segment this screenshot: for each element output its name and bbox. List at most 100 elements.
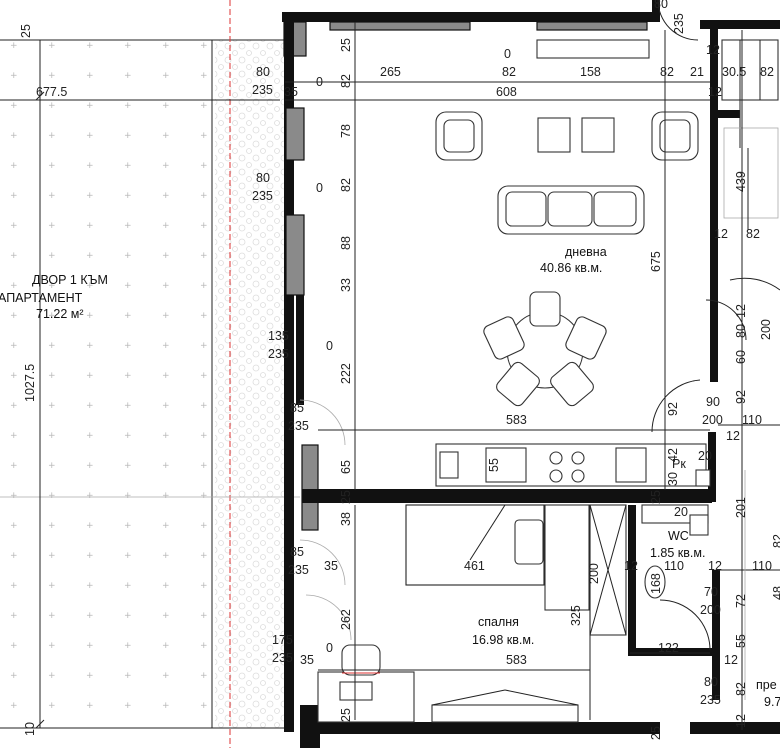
- dim-text: 1027.5: [23, 364, 37, 402]
- dim-text: 677.5: [36, 85, 67, 99]
- dim-text: 80: [256, 65, 270, 79]
- dim-text: 235: [252, 189, 273, 203]
- dim-text: 262: [339, 609, 353, 630]
- dim-text: 25: [649, 490, 663, 504]
- dim-text: 25: [339, 490, 353, 504]
- dim-text: 12: [734, 714, 748, 728]
- bedroom-area: 16.98 кв.м.: [472, 633, 534, 647]
- dim-text: 25: [339, 38, 353, 52]
- dim-text: 583: [506, 653, 527, 667]
- yard-name-1: ДВОР 1 КЪМ: [32, 273, 108, 287]
- dim-text: 85: [290, 401, 304, 415]
- living-furniture: [299, 0, 711, 586]
- dim-text: 675: [649, 251, 663, 272]
- dim-text: 88: [339, 236, 353, 250]
- dim-text: 235: [288, 419, 309, 433]
- dim-text: 60: [734, 350, 748, 364]
- dim-text: 235: [272, 651, 293, 665]
- dim-text: 0: [326, 339, 333, 353]
- walls: [282, 0, 780, 748]
- dim-text: 82: [502, 65, 516, 79]
- dim-text: 200: [700, 603, 721, 617]
- dim-text: 35: [324, 559, 338, 573]
- dim-text: 30.5: [722, 65, 746, 79]
- dim-text: 80: [654, 0, 668, 11]
- yard-area: [0, 0, 300, 748]
- dim-text: 55: [734, 634, 748, 648]
- dim-text: 20: [674, 505, 688, 519]
- dim-text: 25: [649, 726, 663, 740]
- dim-text: 158: [580, 65, 601, 79]
- dim-text: 20: [698, 449, 712, 463]
- dim-text: 200: [759, 319, 773, 340]
- dim-text: 235: [288, 563, 309, 577]
- dim-text: 65: [339, 460, 353, 474]
- living-area: 40.86 кв.м.: [540, 261, 602, 275]
- dim-text: 48: [771, 586, 780, 600]
- dim-text: 461: [464, 559, 485, 573]
- dim-text: 35: [300, 653, 314, 667]
- yard-area: 71.22 м²: [36, 307, 84, 321]
- dim-text: 82: [771, 534, 780, 548]
- dim-text: 110: [742, 413, 762, 427]
- dim-text: 325: [569, 605, 583, 626]
- dim-text: 85: [290, 545, 304, 559]
- room-labels: ДВОР 1 КЪМ АПАРТАМЕНТ 71.22 м² дневна 40…: [0, 245, 780, 709]
- dim-text: 0: [326, 641, 333, 655]
- dim-text: 200: [702, 413, 723, 427]
- dim-text: 33: [339, 278, 353, 292]
- dim-text: 72: [734, 594, 748, 608]
- dim-text: 135: [268, 329, 289, 343]
- dim-text: 201: [734, 497, 748, 518]
- dim-text: 110: [752, 559, 772, 573]
- dim-text: 78: [339, 124, 353, 138]
- dim-text: 265: [380, 65, 401, 79]
- dim-text: 608: [496, 85, 517, 99]
- dim-text: 12: [734, 304, 748, 318]
- right-side-lines: [718, 39, 780, 700]
- dim-text: 80: [734, 324, 748, 338]
- dim-text: 21: [690, 65, 704, 79]
- dim-text: 12: [708, 85, 722, 99]
- dim-text: 38: [339, 512, 353, 526]
- dim-text: 80: [256, 171, 270, 185]
- bedroom-furniture: [305, 299, 747, 723]
- dim-text: 235: [700, 693, 721, 707]
- dim-text: 12: [714, 227, 728, 241]
- dim-text: 82: [339, 74, 353, 88]
- dim-text: 35: [284, 85, 298, 99]
- dim-text: 235: [672, 13, 686, 34]
- dim-text: 82: [746, 227, 760, 241]
- dim-text: 122: [658, 641, 679, 655]
- dim-text: 168: [649, 573, 663, 594]
- dim-text: 175: [272, 633, 293, 647]
- pk-label: Рк: [672, 457, 686, 471]
- bedroom-name: спалня: [478, 615, 519, 629]
- dim-text: 439: [734, 171, 748, 192]
- dim-text: 200: [587, 563, 601, 584]
- dim-text: 12: [706, 43, 720, 57]
- dim-text: 92: [734, 390, 748, 404]
- yard-name-2: АПАРТАМЕНТ: [0, 291, 83, 305]
- dim-text: 12: [726, 429, 740, 443]
- dim-text: 12: [624, 559, 638, 573]
- dim-text: 55: [487, 458, 501, 472]
- dim-text: 0: [316, 75, 323, 89]
- dimension-lines: [285, 22, 743, 730]
- dim-text: 42: [666, 448, 680, 462]
- dim-text: 0: [316, 181, 323, 195]
- dim-text: 583: [506, 413, 527, 427]
- dim-text: 12: [724, 653, 738, 667]
- dimension-texts: 25 80 235 35 0 82 25 265 82 0 158 82 21 …: [19, 0, 780, 740]
- dim-text: 82: [339, 178, 353, 192]
- hall-area: 9.7: [764, 695, 780, 709]
- dim-text: 222: [339, 363, 353, 384]
- dim-text: 110: [664, 559, 684, 573]
- dim-text: 82: [734, 682, 748, 696]
- dim-text: 0: [504, 47, 511, 61]
- dim-text: 92: [666, 402, 680, 416]
- living-name: дневна: [565, 245, 607, 259]
- dim-text: 12: [708, 559, 722, 573]
- wc-name: WC: [668, 529, 689, 543]
